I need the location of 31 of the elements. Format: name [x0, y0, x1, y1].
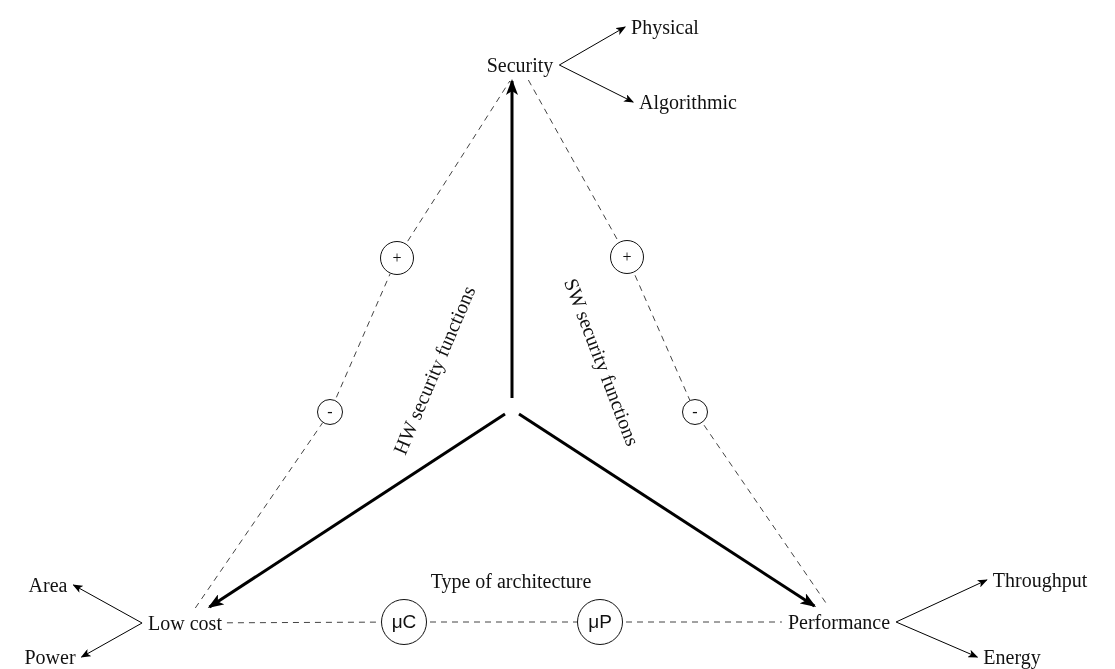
arrow: [895, 621, 979, 658]
arrow: [558, 26, 626, 66]
dashed-line: [429, 621, 578, 623]
sub-criterion-label: Physical: [629, 15, 701, 39]
architecture-circle: μC: [381, 599, 427, 645]
dashed-line: [407, 80, 511, 242]
criterion-label: Performance: [785, 610, 893, 634]
sub-criterion-label: Energy: [981, 645, 1043, 669]
arrow: [207, 412, 506, 609]
criterion-label: Security: [484, 53, 556, 77]
arrow: [506, 79, 518, 398]
arrow: [558, 64, 634, 103]
sub-criterion-label: Algorithmic: [637, 90, 739, 114]
architecture-circle: μP: [577, 599, 623, 645]
sub-criterion-label: Power: [22, 645, 78, 669]
sub-criterion-label: Throughput: [990, 568, 1090, 592]
dashed-line: [634, 274, 691, 401]
plus-circle: +: [610, 240, 644, 274]
sub-criterion-label: Area: [26, 573, 70, 597]
dashed-line: [335, 273, 391, 398]
dashed-line: [194, 422, 324, 609]
minus-circle: -: [317, 399, 343, 425]
arrow: [518, 412, 817, 608]
dashed-line: [625, 621, 783, 623]
arrow: [80, 622, 143, 658]
axis-label: Type of architecture: [430, 570, 592, 592]
plus-circle: +: [380, 241, 414, 275]
criterion-label: Low cost: [146, 611, 224, 635]
arrow: [72, 584, 143, 624]
arrow: [895, 579, 988, 623]
minus-circle: -: [682, 399, 708, 425]
